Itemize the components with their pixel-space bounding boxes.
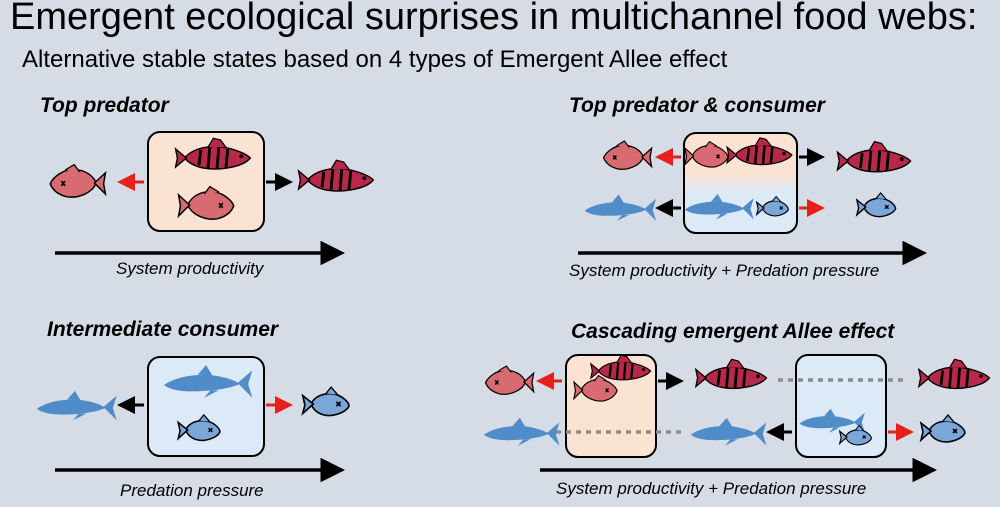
axis-label-top-predator-consumer: System productivity + Predation pressure — [569, 261, 880, 280]
panel-cascading — [483, 354, 991, 483]
small-consumer-fish-icon — [301, 386, 350, 417]
consumer-fish-icon — [483, 417, 560, 446]
prey-fish-icon — [484, 365, 535, 395]
panel-title-top-predator-consumer: Top predator & consumer — [569, 94, 825, 117]
prey-fish-icon — [49, 163, 107, 198]
panel-title-intermediate-consumer: Intermediate consumer — [47, 318, 279, 341]
predator-fish-icon — [297, 158, 375, 193]
axis-label-top-predator: System productivity — [116, 259, 264, 278]
slide-title: Emergent ecological surprises in multich… — [10, 0, 978, 38]
prey-fish-icon — [602, 140, 653, 170]
small-consumer-fish-icon — [856, 192, 897, 218]
consumer-fish-icon — [584, 194, 657, 221]
axis-label-cascading: System productivity + Predation pressure — [556, 479, 867, 498]
predator-fish-icon — [917, 357, 991, 390]
predator-fish-icon — [694, 357, 768, 390]
small-consumer-fish-icon — [920, 414, 966, 443]
panel-top-predator — [49, 131, 375, 266]
axis-label-intermediate-consumer: Predation pressure — [120, 481, 264, 500]
panel-title-cascading: Cascading emergent Allee effect — [571, 320, 895, 343]
slide-subtitle: Alternative stable states based on 4 typ… — [22, 46, 728, 73]
panel-intermediate-consumer — [36, 356, 350, 483]
predator-fish-icon — [836, 140, 912, 174]
consumer-fish-icon — [690, 417, 767, 446]
panel-title-top-predator: Top predator — [40, 94, 169, 117]
panel-top-predator-consumer — [578, 132, 927, 266]
consumer-fish-icon — [36, 390, 117, 421]
